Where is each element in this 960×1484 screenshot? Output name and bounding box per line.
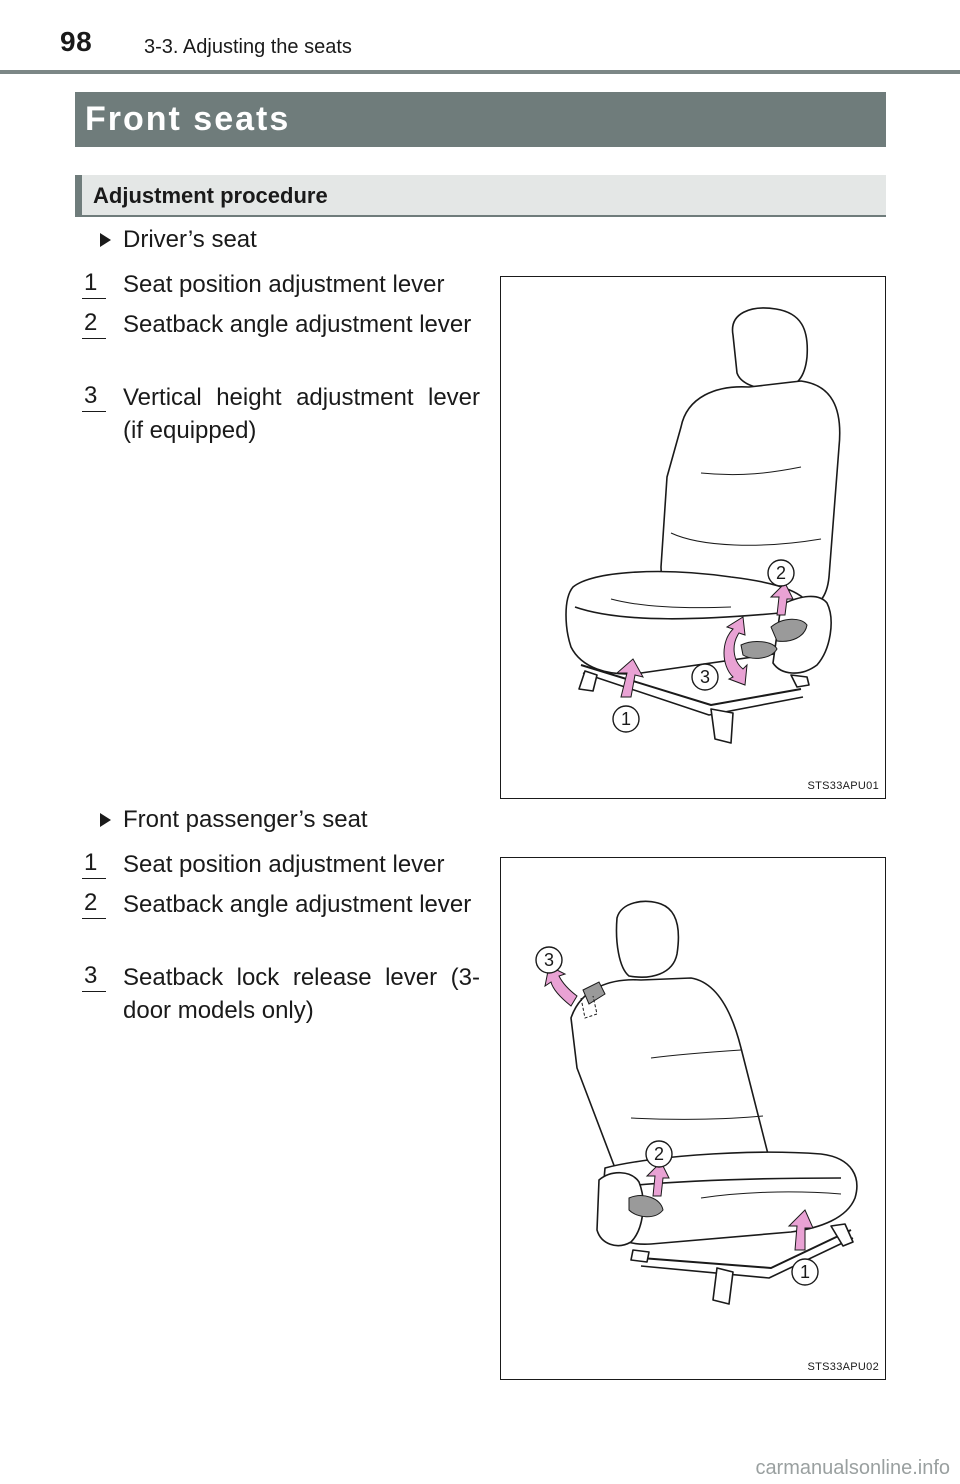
header-rule bbox=[0, 70, 960, 74]
item-number: 3 bbox=[81, 962, 107, 992]
callout-1: 1 bbox=[621, 709, 631, 729]
passenger-seat-figure: 1 2 3 STS33APU02 bbox=[500, 857, 886, 1380]
list-item: 2 Seatback angle adjustment lever bbox=[81, 308, 480, 341]
item-number: 2 bbox=[81, 309, 107, 339]
item-number: 3 bbox=[81, 382, 107, 412]
triangle-bullet-icon bbox=[100, 813, 111, 827]
triangle-bullet-icon bbox=[100, 233, 111, 247]
section-title: Front seats bbox=[85, 100, 291, 138]
callout-2: 2 bbox=[654, 1144, 664, 1164]
chapter-title: 3-3. Adjusting the seats bbox=[144, 36, 352, 58]
callout-2: 2 bbox=[776, 563, 786, 583]
subsection-band: Adjustment procedure bbox=[75, 175, 886, 217]
page-number: 98 bbox=[60, 26, 93, 57]
drivers-seat-heading-text: Driver’s seat bbox=[123, 226, 257, 253]
item-number: 2 bbox=[81, 889, 107, 919]
figure-code: STS33APU02 bbox=[807, 1361, 879, 1373]
list-item: 3 Vertical height adjustment lever (if e… bbox=[81, 381, 480, 447]
list-item: 3 Seatback lock release lever (3-door mo… bbox=[81, 961, 480, 1027]
watermark: carmanualsonline.info bbox=[755, 1457, 950, 1479]
drivers-seat-illustration: 1 2 3 bbox=[565, 307, 841, 744]
item-number: 1 bbox=[81, 269, 107, 299]
item-text: Seat position adjustment lever bbox=[123, 271, 445, 298]
subsection-title: Adjustment procedure bbox=[93, 183, 328, 208]
callout-3: 3 bbox=[544, 950, 554, 970]
list-item: 2 Seatback angle adjustment lever bbox=[81, 888, 480, 921]
item-text: Seatback angle adjustment lever bbox=[123, 311, 472, 338]
item-number: 1 bbox=[81, 849, 107, 879]
section-band: Front seats bbox=[75, 92, 886, 147]
item-text: Seat position adjustment lever bbox=[123, 851, 445, 878]
drivers-seat-figure: 1 2 3 STS33APU01 bbox=[500, 276, 886, 799]
callout-3: 3 bbox=[700, 667, 710, 687]
item-text: Vertical height adjustment lever (if equ… bbox=[123, 384, 480, 444]
passenger-seat-heading: Front passenger’s seat bbox=[100, 806, 368, 834]
list-item: 1 Seat position adjustment lever bbox=[81, 848, 480, 881]
passenger-seat-illustration: 1 2 3 bbox=[535, 900, 858, 1305]
item-text: Seatback lock release lever (3-door mode… bbox=[123, 964, 480, 1024]
drivers-seat-heading: Driver’s seat bbox=[100, 226, 257, 254]
callout-1: 1 bbox=[800, 1262, 810, 1282]
list-item: 1 Seat position adjustment lever bbox=[81, 268, 480, 301]
item-text: Seatback angle adjustment lever bbox=[123, 891, 472, 918]
passenger-seat-heading-text: Front passenger’s seat bbox=[123, 806, 368, 833]
figure-code: STS33APU01 bbox=[807, 780, 879, 792]
